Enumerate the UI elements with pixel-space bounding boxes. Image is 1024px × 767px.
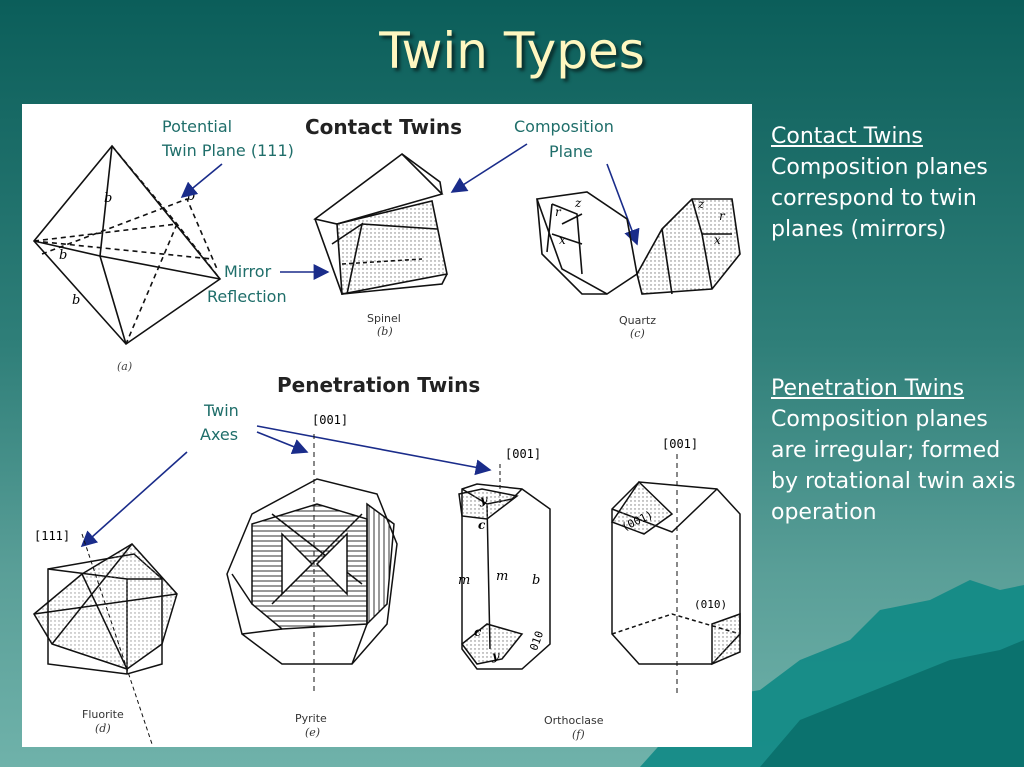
composition-label: Composition <box>514 117 614 136</box>
crystal-figure: b b b b (a) Potential Twin Plane (111) C… <box>22 104 752 747</box>
caption-f: (f) <box>572 728 585 741</box>
spinel-drawing <box>313 152 448 295</box>
face-label: r <box>555 205 562 219</box>
slide-title: Twin Types <box>379 22 645 80</box>
caption-c: (c) <box>630 327 645 340</box>
axis-001-pyrite-label: [001] <box>312 413 348 427</box>
composition-arrow-left <box>450 143 528 193</box>
contact-twins-heading: Contact Twins <box>305 115 462 139</box>
face-label: b <box>59 248 67 263</box>
axis-001-ortho2-label: [001] <box>662 437 698 451</box>
mirror-label: Reflection <box>207 287 287 306</box>
face-label: m <box>496 569 508 584</box>
twin-axis-arrow-pyrite <box>256 431 309 455</box>
caption-e: (e) <box>305 726 320 739</box>
face-label: z <box>574 196 582 210</box>
contact-twins-body: Composition planes correspond to twin pl… <box>771 155 988 242</box>
caption-fluorite: Fluorite <box>82 708 124 721</box>
potential-label: Potential <box>162 117 232 136</box>
caption-quartz: Quartz <box>619 314 656 327</box>
penetration-twins-body: Composition planes are irregular; formed… <box>771 407 1016 525</box>
face-label: c <box>474 625 482 639</box>
composition-arrow-right <box>606 163 640 246</box>
face-label: z <box>697 197 705 211</box>
face-label: x <box>559 233 566 247</box>
caption-b: (b) <box>377 325 393 338</box>
twin-axes-label: Axes <box>200 425 238 444</box>
composition-label: Plane <box>549 142 593 161</box>
face-label: b <box>532 573 540 588</box>
axis-111-label: [111] <box>34 529 70 543</box>
caption-spinel: Spinel <box>367 312 401 325</box>
face-label: c <box>478 518 486 532</box>
potential-label: Twin Plane (111) <box>161 141 294 160</box>
caption-orthoclase: Orthoclase <box>544 714 604 727</box>
orthoclase-drawing-2 <box>610 454 741 694</box>
caption-d: (d) <box>95 722 111 735</box>
face-label: x <box>714 233 721 247</box>
caption-pyrite: Pyrite <box>295 712 327 725</box>
face-label: (010) <box>694 598 727 611</box>
caption-a: (a) <box>117 360 132 373</box>
penetration-twins-heading: Penetration Twins <box>277 373 480 397</box>
penetration-twins-title: Penetration Twins <box>771 376 965 401</box>
twin-axes-label: Twin <box>203 401 239 420</box>
contact-twins-description: Contact Twins Composition planes corresp… <box>771 121 1019 245</box>
face-label: b <box>104 191 112 206</box>
axis-001-ortho1-label: [001] <box>505 447 541 461</box>
face-label: m <box>458 573 470 588</box>
face-label: y <box>479 493 488 507</box>
orthoclase-drawing-1 <box>458 464 551 670</box>
quartz-drawing <box>535 191 741 295</box>
face-label: 010 <box>527 629 546 652</box>
fluorite-drawing <box>33 533 178 745</box>
potential-arrow <box>180 163 223 199</box>
face-label: y <box>491 649 500 663</box>
octahedron-drawing <box>32 144 222 346</box>
crystal-figure-drawing: b b b b (a) Potential Twin Plane (111) C… <box>32 115 741 745</box>
face-label: r <box>719 209 726 223</box>
mirror-label: Mirror <box>224 262 272 281</box>
twin-axis-arrow-orthoclase <box>256 425 492 476</box>
twin-axis-arrow-fluorite <box>80 451 188 548</box>
contact-twins-title: Contact Twins <box>771 124 923 149</box>
pyrite-drawing <box>226 434 398 694</box>
face-label: b <box>72 293 80 308</box>
penetration-twins-description: Penetration Twins Composition planes are… <box>771 373 1019 528</box>
